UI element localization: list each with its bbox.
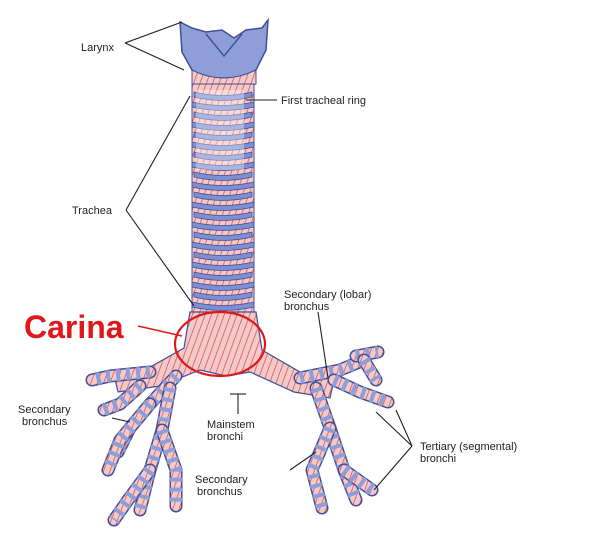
bronchus-cartilage <box>305 425 336 510</box>
tracheal-ring <box>191 301 255 311</box>
tracheal-ring <box>193 171 253 181</box>
label-secondary-lobar-bronchus-2: bronchus <box>284 301 330 313</box>
bronchus-cartilage <box>310 386 362 503</box>
label-secondary-bronchus-left-2: bronchus <box>22 416 68 428</box>
tracheal-ring <box>191 261 255 271</box>
tracheal-ring <box>191 201 255 211</box>
label-secondary-bronchus-bottom-1: Secondary <box>195 474 248 486</box>
tracheal-ring <box>193 111 253 121</box>
trachea <box>191 83 255 317</box>
tracheal-ring <box>193 231 253 241</box>
tracheal-ring <box>191 181 255 191</box>
label-tertiary-segmental-bronchi-1: Tertiary (segmental) <box>420 441 517 453</box>
label-first-tracheal-ring: First tracheal ring <box>281 95 366 107</box>
label-secondary-bronchus-bottom-2: bronchus <box>197 486 243 498</box>
label-tertiary-segmental-bronchi-2: bronchi <box>420 453 456 465</box>
label-trachea: Trachea <box>72 205 113 217</box>
bronchus-branch <box>329 375 393 407</box>
tracheal-ring <box>191 141 255 151</box>
tracheal-ring <box>191 101 255 111</box>
tracheal-ring <box>193 211 253 221</box>
bronchial-tree <box>85 311 395 527</box>
tracheal-ring <box>191 161 255 171</box>
tracheal-ring <box>193 151 253 161</box>
label-mainstem-bronchi-2: bronchi <box>207 431 243 443</box>
tracheal-ring <box>193 191 253 201</box>
leader-lines <box>111 21 413 491</box>
label-mainstem-bronchi-1: Mainstem <box>207 419 255 431</box>
label-secondary-bronchus-left-1: Secondary <box>18 404 71 416</box>
tracheal-ring <box>191 121 255 131</box>
bronchus-cartilage <box>90 366 151 386</box>
larynx <box>179 17 269 91</box>
tracheal-ring <box>191 281 255 291</box>
tracheal-ring <box>191 221 255 231</box>
bronchus-cartilage <box>298 354 367 384</box>
bronchus-cartilage <box>358 356 382 384</box>
bronchus-cartilage <box>134 386 176 512</box>
label-secondary-lobar-bronchus-1: Secondary (lobar) <box>284 289 371 301</box>
label-larynx: Larynx <box>81 42 115 54</box>
tracheal-ring <box>193 131 253 141</box>
bronchus-branch <box>99 381 145 415</box>
tracheal-ring <box>191 241 255 251</box>
bronchus-branch <box>339 465 377 495</box>
bronchus-branch <box>103 399 155 475</box>
carina-circle <box>173 310 267 378</box>
tracheal-ring <box>193 91 253 101</box>
tracheal-ring <box>193 291 253 301</box>
bronchus-cartilage <box>156 428 182 506</box>
tracheal-ring <box>193 271 253 281</box>
bronchus-cartilage <box>109 466 155 524</box>
carina-pointer <box>137 325 183 337</box>
carina-annotation-label: Carina <box>24 309 124 345</box>
tracheal-ring <box>193 251 253 261</box>
